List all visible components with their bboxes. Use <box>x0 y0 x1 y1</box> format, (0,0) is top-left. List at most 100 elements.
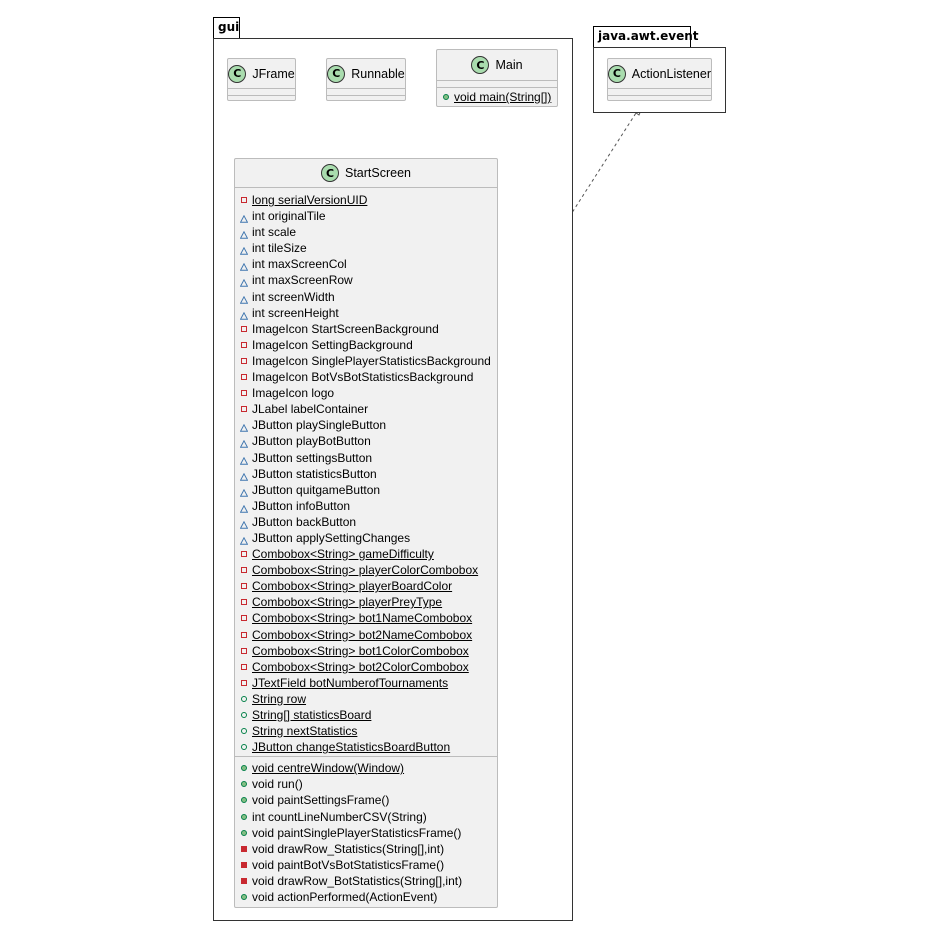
field-row: Combobox<String> bot2ColorCombobox <box>235 659 497 675</box>
private-field-icon <box>241 647 247 654</box>
private-field-icon <box>241 374 247 381</box>
field-text: int scale <box>252 225 297 240</box>
field-text: JButton playSingleButton <box>252 418 387 433</box>
method-row: void actionPerformed(ActionEvent) <box>235 889 497 905</box>
field-text: JButton applySettingChanges <box>252 530 411 545</box>
field-text: ImageIcon SinglePlayerStatisticsBackgrou… <box>252 353 491 368</box>
gui-package-tab: gui <box>213 17 240 39</box>
field-row: JButton infoButton <box>235 498 497 514</box>
java-awt-event-package-tab: java.awt.event <box>593 26 699 48</box>
package-visibility-icon <box>239 243 249 255</box>
public-field-icon <box>241 744 247 751</box>
package-visibility-icon <box>239 211 249 223</box>
method-text: void drawRow_BotStatistics(String[],int) <box>252 873 463 888</box>
field-text: ImageIcon StartScreenBackground <box>252 321 439 336</box>
public-field-icon <box>241 695 247 702</box>
field-text: JButton playBotButton <box>252 434 371 449</box>
method-row: void paintBotVsBotStatisticsFrame() <box>235 857 497 873</box>
package-visibility-icon <box>239 292 249 304</box>
main-class: C Main void main(String[]) <box>436 49 558 107</box>
field-text: ImageIcon SettingBackground <box>252 337 413 352</box>
field-text: JButton infoButton <box>252 498 351 513</box>
field-text: long serialVersionUID <box>252 193 368 207</box>
field-row: ImageIcon logo <box>235 385 497 401</box>
field-row: Combobox<String> gameDifficulty <box>235 546 497 562</box>
field-row: Combobox<String> playerColorCombobox <box>235 562 497 578</box>
method-row: void paintSinglePlayerStatisticsFrame() <box>235 825 497 841</box>
field-text: Combobox<String> playerColorCombobox <box>252 563 479 578</box>
field-text: JButton backButton <box>252 514 357 529</box>
private-field-icon <box>241 357 247 364</box>
field-text: ImageIcon BotVsBotStatisticsBackground <box>252 370 474 385</box>
main-methods: void main(String[]) <box>437 87 557 105</box>
field-row: long serialVersionUID <box>235 192 497 208</box>
field-row: Combobox<String> playerPreyType <box>235 594 497 610</box>
field-row: JButton changeStatisticsBoardButton <box>235 739 497 755</box>
field-row: String row <box>235 691 497 707</box>
field-text: ImageIcon logo <box>252 386 335 401</box>
main-method-text: void main(String[]) <box>454 90 552 104</box>
field-text: Combobox<String> playerPreyType <box>252 595 443 610</box>
package-visibility-icon <box>239 420 249 433</box>
field-row: int maxScreenRow <box>235 272 497 288</box>
private-field-icon <box>241 551 247 558</box>
field-row: int originalTile <box>235 208 497 224</box>
main-class-name: Main <box>495 58 523 72</box>
field-text: int maxScreenRow <box>252 273 353 288</box>
field-text: String row <box>252 691 307 706</box>
field-row: Combobox<String> playerBoardColor <box>235 578 497 594</box>
public-method-icon <box>241 813 247 820</box>
field-text: Combobox<String> bot1ColorCombobox <box>252 643 469 658</box>
field-text: Combobox<String> playerBoardColor <box>252 579 453 594</box>
field-row: JTextField botNumberofTournaments <box>235 675 497 691</box>
startscreen-class-name: StartScreen <box>344 166 411 180</box>
field-row: JButton playSingleButton <box>235 417 497 433</box>
class-badge-icon: C <box>608 64 626 83</box>
private-field-icon <box>241 197 247 203</box>
java-awt-event-package-label: java.awt.event <box>598 29 699 43</box>
method-row: int countLineNumberCSV(String) <box>235 809 497 825</box>
private-field-icon <box>241 390 247 397</box>
field-row: ImageIcon SinglePlayerStatisticsBackgrou… <box>235 353 497 369</box>
field-text: int originalTile <box>252 209 326 224</box>
field-text: JButton settingsButton <box>252 450 373 465</box>
private-field-icon <box>241 663 247 670</box>
method-row: void drawRow_Statistics(String[],int) <box>235 841 497 857</box>
field-row: int scale <box>235 224 497 240</box>
method-row: void paintSettingsFrame() <box>235 792 497 808</box>
method-row: void centreWindow(Window) <box>235 760 497 776</box>
private-field-icon <box>241 599 247 606</box>
public-method-icon <box>241 765 247 772</box>
field-text: int screenWidth <box>252 289 335 304</box>
field-row: JButton applySettingChanges <box>235 530 497 546</box>
field-text: int screenHeight <box>252 305 339 320</box>
gui-package-label: gui <box>218 20 240 34</box>
private-field-icon <box>241 341 247 348</box>
public-field-icon <box>241 728 247 735</box>
field-text: String nextStatistics <box>252 724 358 739</box>
jframe-class-name: JFrame <box>252 66 295 81</box>
private-method-icon <box>241 861 247 868</box>
field-text: Combobox<String> gameDifficulty <box>252 547 434 562</box>
field-row: ImageIcon SettingBackground <box>235 337 497 353</box>
field-row: JButton settingsButton <box>235 450 497 466</box>
field-text: Combobox<String> bot2ColorCombobox <box>252 659 469 674</box>
field-text: JTextField botNumberofTournaments <box>252 675 449 690</box>
actionlistener-class-name: ActionListener <box>631 66 711 81</box>
field-row: int screenHeight <box>235 305 497 321</box>
field-row: Combobox<String> bot1ColorCombobox <box>235 643 497 659</box>
field-row: ImageIcon BotVsBotStatisticsBackground <box>235 369 497 385</box>
field-text: JButton changeStatisticsBoardButton <box>252 740 451 755</box>
method-text: void centreWindow(Window) <box>252 761 405 776</box>
private-field-icon <box>241 325 247 332</box>
field-row: int maxScreenCol <box>235 256 497 272</box>
field-row: JButton backButton <box>235 514 497 530</box>
field-row: String[] statisticsBoard <box>235 707 497 723</box>
public-method-icon <box>241 894 247 901</box>
private-field-icon <box>241 615 247 622</box>
field-row: String nextStatistics <box>235 723 497 739</box>
field-text: String[] statisticsBoard <box>252 708 372 722</box>
field-row: JButton playBotButton <box>235 433 497 449</box>
runnable-class-name: Runnable <box>351 66 405 81</box>
private-field-icon <box>241 583 247 590</box>
